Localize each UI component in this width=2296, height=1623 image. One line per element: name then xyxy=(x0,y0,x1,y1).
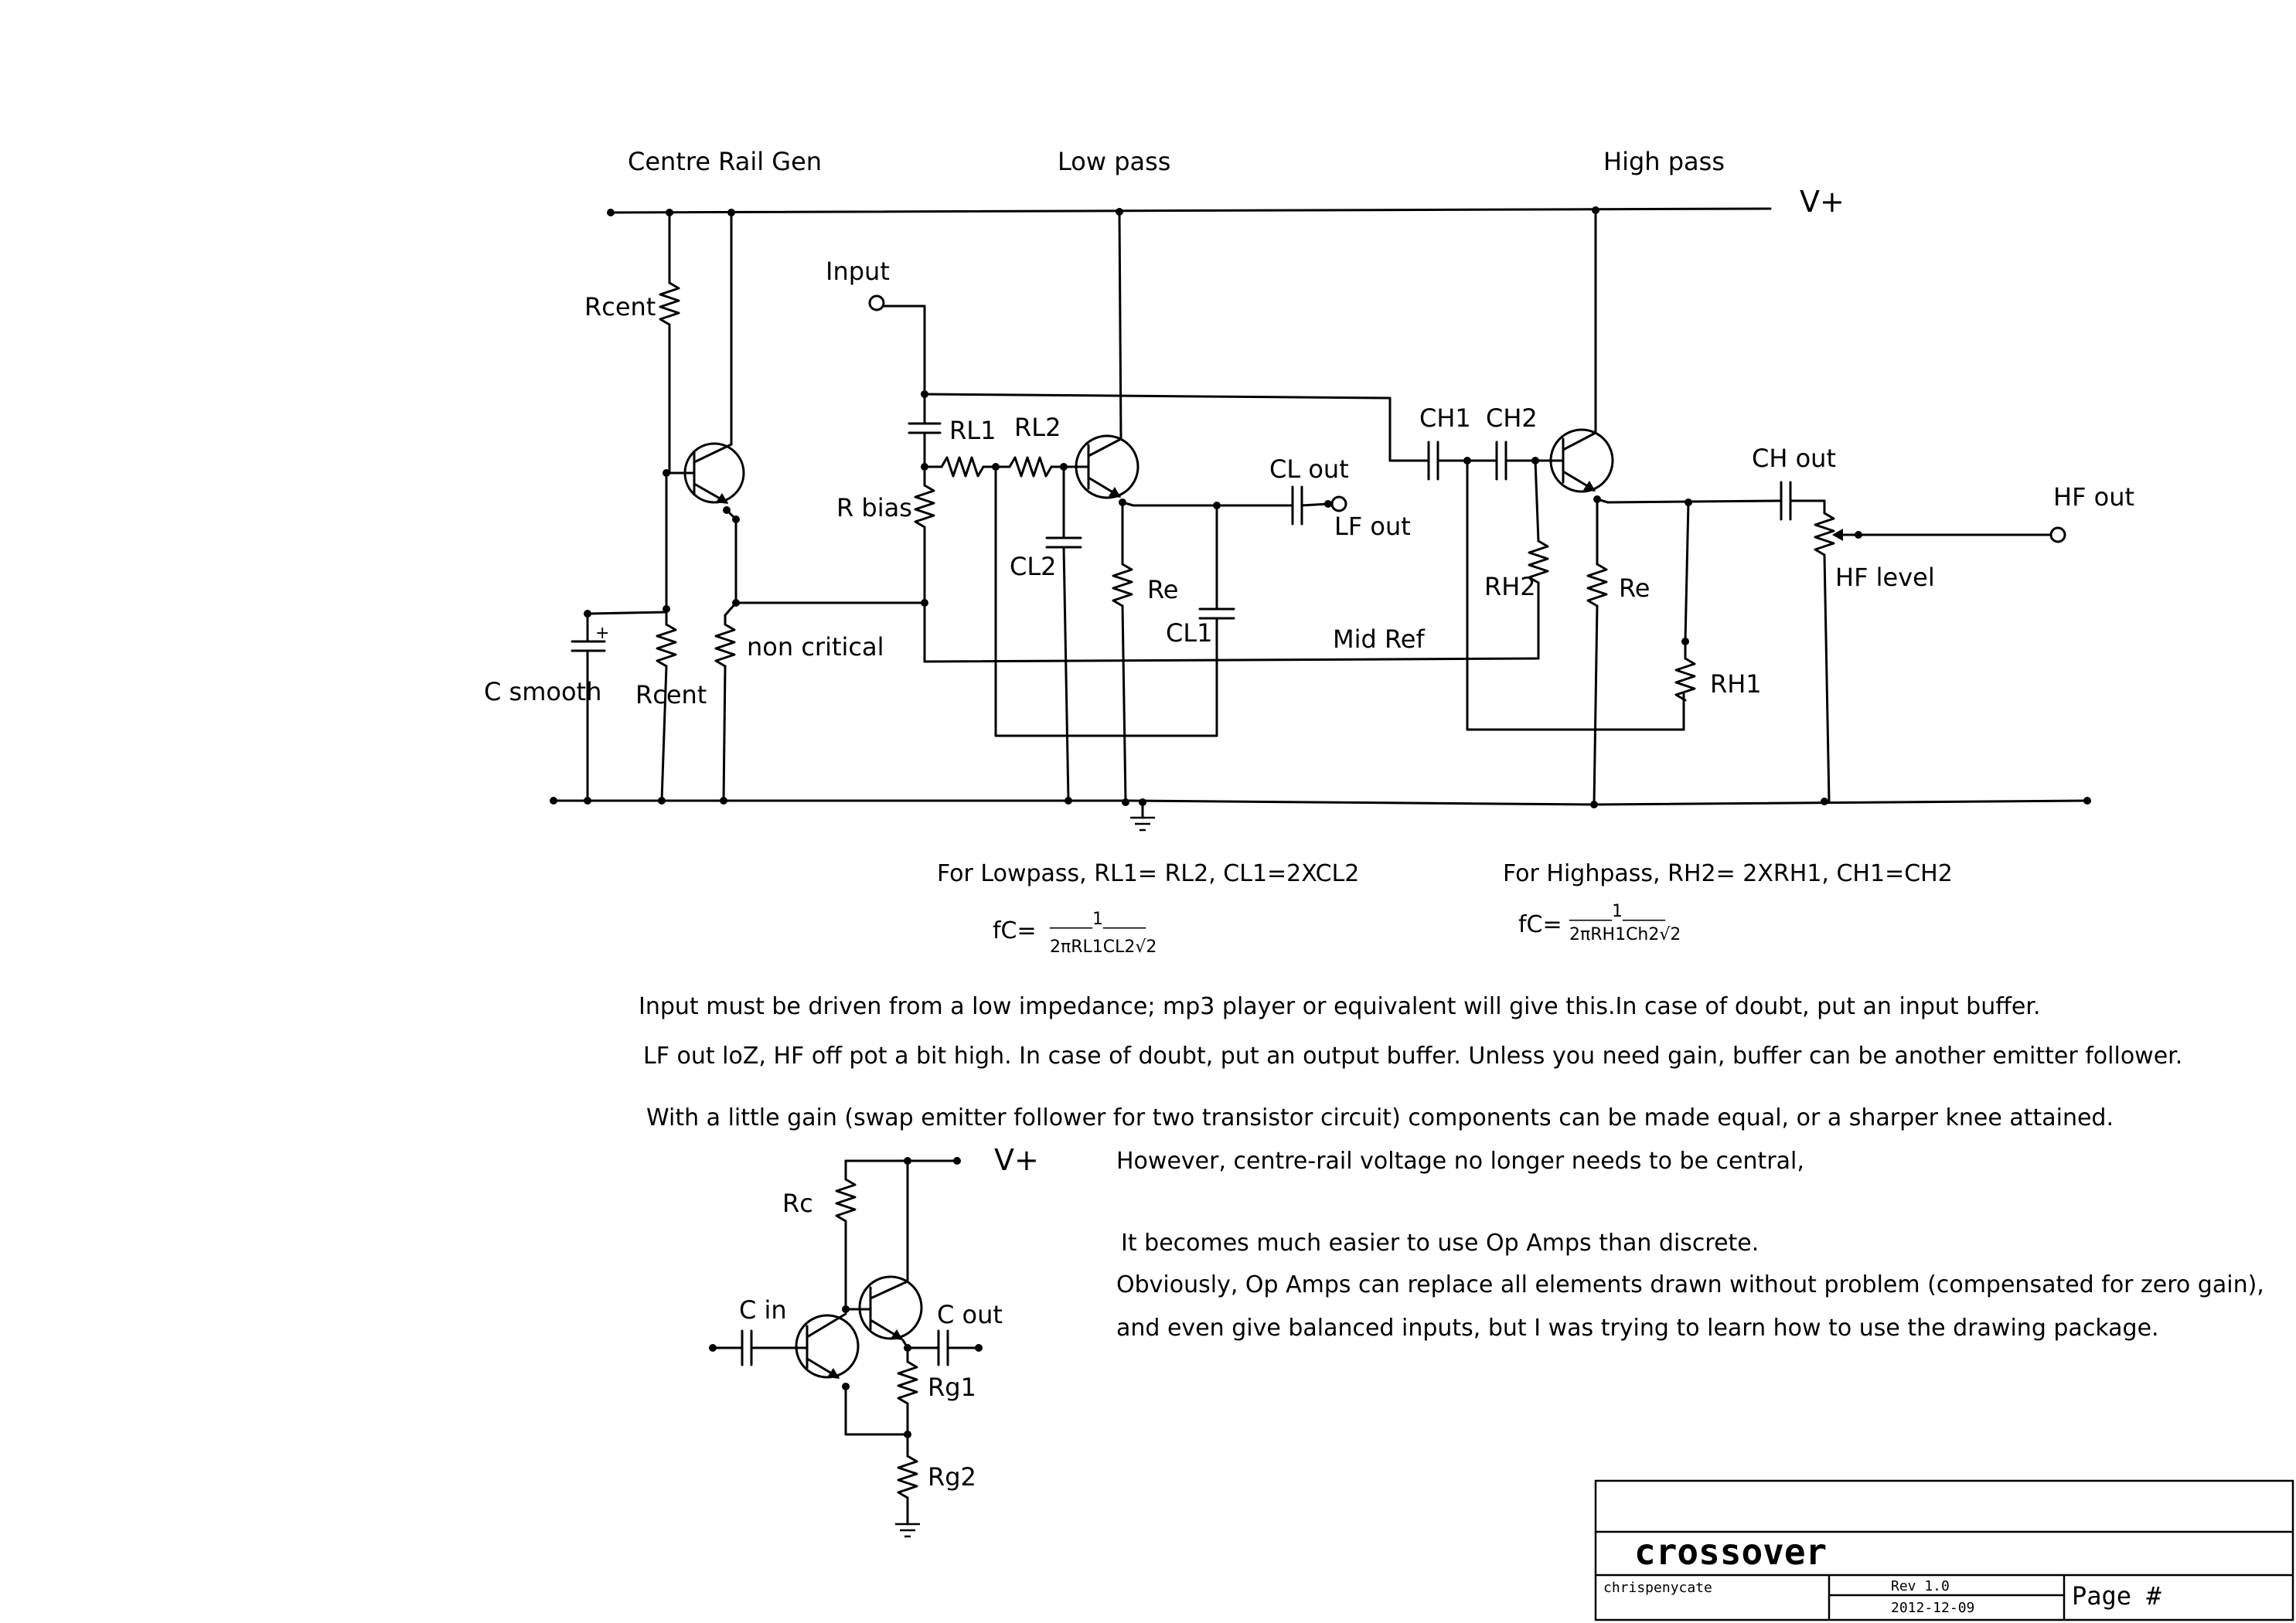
note-line: Obviously, Op Amps can replace all eleme… xyxy=(1116,1271,2264,1298)
re-high-resistor xyxy=(1586,498,1608,806)
ground-symbol xyxy=(1130,801,1155,832)
gain-ground-symbol xyxy=(895,1523,920,1538)
non-critical-label: non critical xyxy=(747,632,884,662)
c-smooth-plus: + xyxy=(595,624,609,643)
re-high-label: Re xyxy=(1619,573,1650,603)
hf-level-label: HF level xyxy=(1835,563,1935,592)
rh1-resistor xyxy=(1674,501,1696,702)
note-line: However, centre-rail voltage no longer n… xyxy=(1116,1148,1804,1175)
note-line: Input must be driven from a low impedanc… xyxy=(639,993,2040,1020)
gain-c-out-capacitor xyxy=(906,1329,983,1366)
rcent-top-label: Rcent xyxy=(584,292,656,322)
cl1-feedback-loop xyxy=(994,465,1218,737)
title-block-page: Page # xyxy=(2072,1581,2161,1611)
c-smooth-capacitor xyxy=(571,612,606,802)
heading-centre-rail-gen: Centre Rail Gen xyxy=(628,147,822,176)
lf-out-label[interactable]: LF out xyxy=(1334,512,1411,541)
rc-resistor xyxy=(835,1159,857,1313)
rl1-resistor xyxy=(923,456,1000,478)
c-smooth-label: C smooth xyxy=(484,677,601,706)
ch-out-capacitor xyxy=(1780,481,1826,521)
low-pass-transistor xyxy=(1062,210,1139,506)
high-pass-transistor xyxy=(1534,209,1614,503)
re-low-resistor xyxy=(1112,501,1133,802)
rg2-label: Rg2 xyxy=(928,1462,976,1492)
rg1-resistor xyxy=(897,1346,918,1438)
hf-out-label[interactable]: HF out xyxy=(2053,482,2134,512)
low-pass-output-wire xyxy=(1121,501,1294,509)
ch2-label: CH2 xyxy=(1486,403,1538,433)
gain-transistor-lower xyxy=(751,1312,860,1390)
lowpass-fc-numerator: _____1_____ xyxy=(1049,910,1146,929)
r-bias-resistor xyxy=(914,465,935,604)
gain-vplus-label: V+ xyxy=(994,1143,1039,1177)
title-block-author: chrispenycate xyxy=(1603,1580,1712,1596)
lowpass-fc-label: fC= xyxy=(993,917,1037,944)
ch2-capacitor xyxy=(1466,441,1539,481)
c-in-label: C in xyxy=(739,1295,787,1325)
cl2-label: CL2 xyxy=(1010,552,1057,581)
highpass-fc-numerator: _____1_____ xyxy=(1569,902,1666,921)
gain-c-out-label: C out xyxy=(937,1300,1003,1329)
rc-label: Rc xyxy=(782,1189,813,1218)
mid-ref-wire xyxy=(734,599,1540,663)
centre-rail-transistor xyxy=(663,211,745,607)
title-block-rev: Rev 1.0 xyxy=(1891,1578,1950,1594)
non-critical-resistor xyxy=(714,601,738,802)
c-in-capacitor xyxy=(709,1329,753,1366)
cl1-label: CL1 xyxy=(1166,618,1213,648)
gain-vplus-rail xyxy=(844,1157,961,1165)
input-terminal[interactable] xyxy=(868,294,928,398)
rcent-bottom-label: Rcent xyxy=(635,680,707,709)
rcent-bottom-resistor xyxy=(656,611,677,802)
cl-out-label: CL out xyxy=(1269,454,1349,484)
highpass-rule: For Highpass, RH2= 2XRH1, CH1=CH2 xyxy=(1503,860,1953,887)
input-label: Input xyxy=(826,257,890,286)
gain-emitter-wire xyxy=(844,1385,909,1436)
heading-low-pass: Low pass xyxy=(1058,147,1170,176)
highpass-fc-label: fC= xyxy=(1518,911,1562,938)
cl-out-capacitor xyxy=(1291,485,1347,526)
note-line: and even give balanced inputs, but I was… xyxy=(1116,1315,2159,1342)
cl1-capacitor xyxy=(1198,504,1235,620)
ch1-capacitor xyxy=(1388,441,1471,481)
ch1-label: CH1 xyxy=(1419,403,1471,433)
title-block-date: 2012-12-09 xyxy=(1891,1600,1974,1616)
heading-high-pass: High pass xyxy=(1603,147,1725,176)
hp-feed-wire xyxy=(923,393,1430,462)
note-line: It becomes much easier to use Op Amps th… xyxy=(1121,1230,1759,1257)
mid-ref-label: Mid Ref xyxy=(1333,624,1425,654)
re-low-label: Re xyxy=(1147,575,1178,604)
input-coupling-capacitor xyxy=(908,393,942,471)
title-block-title: crossover xyxy=(1634,1531,1827,1573)
centre-rail-wiring xyxy=(584,471,671,618)
note-line: With a little gain (swap emitter followe… xyxy=(646,1104,2114,1131)
rl2-label: RL2 xyxy=(1014,413,1061,442)
rl2-resistor xyxy=(994,456,1068,478)
vplus-label: V+ xyxy=(1800,185,1845,219)
rl1-label: RL1 xyxy=(949,416,996,445)
rh2-resistor xyxy=(1528,459,1549,660)
cl2-capacitor xyxy=(1045,465,1082,802)
hf-level-potentiometer[interactable] xyxy=(1814,499,2066,803)
rh1-label: RH1 xyxy=(1710,669,1762,699)
highpass-fc-denominator: 2πRH1Ch2√2 xyxy=(1569,925,1681,944)
gain-transistor-upper xyxy=(844,1159,923,1352)
rg2-resistor xyxy=(897,1433,918,1526)
lowpass-rule: For Lowpass, RL1= RL2, CL1=2XCL2 xyxy=(937,860,1359,887)
r-bias-label: R bias xyxy=(836,493,912,522)
note-line: LF out loZ, HF off pot a bit high. In ca… xyxy=(643,1043,2182,1070)
rh2-label: RH2 xyxy=(1484,572,1536,601)
title-block xyxy=(1594,1479,2294,1621)
rg1-label: Rg1 xyxy=(928,1373,976,1402)
rcent-top-resistor xyxy=(659,211,680,475)
ch-out-label: CH out xyxy=(1752,444,1836,473)
lowpass-fc-denominator: 2πRL1CL2√2 xyxy=(1050,937,1157,957)
ground-rail xyxy=(550,797,2091,808)
